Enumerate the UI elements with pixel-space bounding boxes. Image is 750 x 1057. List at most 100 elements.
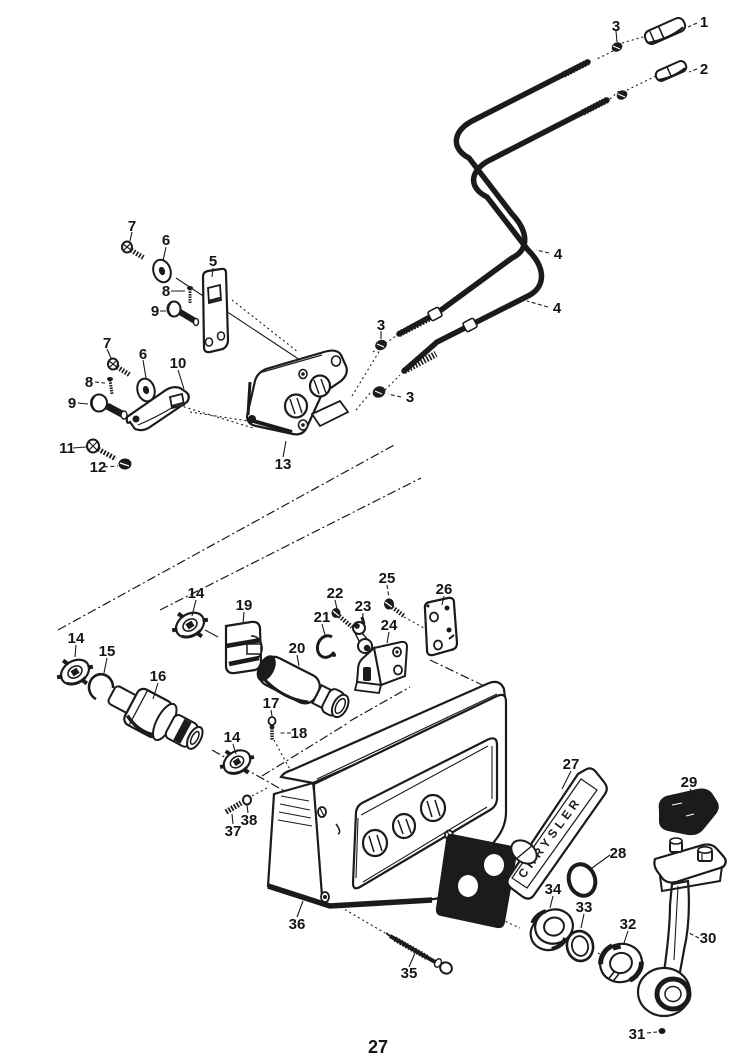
callout-32: 32: [620, 916, 637, 933]
callout-28: 28: [610, 845, 627, 862]
screw-7a: [121, 240, 146, 261]
callout-30: 30: [700, 930, 717, 947]
cable-ferrule: [462, 317, 478, 333]
callout-8-a: 8: [162, 283, 170, 300]
control-cable-upper: [396, 59, 591, 337]
screw-25: [384, 598, 406, 618]
ring-38: [242, 794, 252, 806]
callout-33: 33: [576, 899, 593, 916]
cable-anchor-barrel-1: [643, 16, 687, 46]
callout-6-b: 6: [139, 346, 147, 363]
control-cable-lower: [401, 97, 610, 374]
callout-16: 16: [150, 668, 167, 685]
callout-25: 25: [379, 570, 396, 587]
cable-nut-3-mid-a: [375, 339, 387, 351]
callout-14-left: 14: [68, 630, 85, 647]
spring-37: [224, 800, 243, 815]
cable-anchor-barrel-2: [654, 60, 688, 82]
spring-pin-18: [269, 725, 275, 740]
washer-ring-33: [565, 929, 595, 963]
callout-34: 34: [545, 881, 562, 898]
barrel-20: [256, 655, 350, 719]
oval-knob-28: [566, 862, 598, 898]
callout-3-mid-b: 3: [406, 389, 414, 406]
bushing-34: [529, 908, 574, 952]
bolt-9b: [90, 393, 128, 420]
cable-ferrule: [427, 306, 443, 322]
handle-bolt-b: [697, 846, 713, 862]
star-retainer-14-bottom: [212, 738, 262, 786]
callout-1: 1: [700, 14, 708, 31]
callout-7-b: 7: [103, 335, 111, 352]
callout-11: 11: [59, 440, 75, 457]
callout-26: 26: [436, 581, 453, 598]
handle-bolt-a: [669, 837, 683, 853]
split-bushing-32: [598, 942, 644, 984]
callout-2: 2: [700, 61, 708, 78]
grip-pad-29: [658, 788, 719, 836]
shaft-assembly-16: [107, 685, 204, 750]
callout-9-a: 9: [151, 303, 159, 320]
pin-8a: [187, 286, 193, 303]
callout-10: 10: [170, 355, 187, 372]
mounting-plate-13: [245, 349, 350, 436]
pin-8b: [107, 377, 114, 395]
link-23: [352, 616, 373, 654]
callout-3-mid-a: 3: [377, 317, 385, 334]
cable-nut-3-top-a: [611, 42, 623, 52]
callout-14-top: 14: [188, 585, 205, 602]
side-plate-26: [423, 596, 459, 657]
pivot-ball-31: [658, 1028, 666, 1034]
housing-gasket: [435, 833, 518, 929]
callout-5: 5: [209, 253, 217, 270]
callout-9-b: 9: [68, 395, 76, 412]
nut-12: [118, 458, 132, 470]
callout-19: 19: [236, 597, 253, 614]
small-ring-17: [267, 716, 277, 726]
mounting-screw-35: [385, 932, 453, 975]
callout-15: 15: [99, 643, 116, 660]
callout-27: 27: [563, 756, 580, 773]
screw-7b: [107, 357, 132, 378]
callout-22: 22: [327, 585, 344, 602]
callout-37: 37: [225, 823, 242, 840]
clamp-block-19: [224, 620, 263, 675]
callout-38: 38: [241, 812, 258, 829]
c-clip-21: [315, 634, 336, 659]
callout-4-a: 4: [554, 246, 563, 263]
callout-29: 29: [681, 774, 698, 791]
callout-8-b: 8: [85, 374, 93, 391]
callout-14-bottom: 14: [224, 729, 241, 746]
callout-21: 21: [314, 609, 331, 626]
callout-18: 18: [291, 725, 308, 742]
callout-labels: 1 2 3 3 3 4 4 5 6 7 8 9 7 6 8 9 10 11 12…: [59, 14, 716, 1043]
leader-lines: [72, 22, 700, 1034]
callout-12: 12: [90, 459, 107, 476]
callout-13: 13: [275, 456, 292, 473]
bolt-9a: [166, 300, 200, 327]
lever-arm-10: [125, 386, 190, 432]
callout-36: 36: [289, 916, 306, 933]
cable-nut-3-mid-b: [372, 386, 386, 398]
screw-22: [331, 608, 354, 629]
callout-23: 23: [355, 598, 372, 615]
handle-30: [636, 837, 727, 1018]
callout-31: 31: [629, 1026, 646, 1043]
snap-ring-15: [87, 672, 115, 701]
callout-17: 17: [263, 695, 280, 712]
page-number: 27: [368, 1037, 388, 1057]
callout-3-top: 3: [612, 18, 620, 35]
washer-6a: [149, 256, 175, 286]
callout-20: 20: [289, 640, 306, 657]
bracket-24: [353, 640, 409, 694]
anchor-bracket-5: [201, 267, 230, 354]
star-retainer-14-top: [164, 599, 216, 651]
callout-35: 35: [401, 965, 418, 982]
cable-nut-3-top-b: [616, 90, 628, 100]
callout-24: 24: [381, 617, 398, 634]
bolt-11: [86, 438, 118, 462]
callout-4-b: 4: [553, 300, 562, 317]
callout-6-a: 6: [162, 232, 170, 249]
